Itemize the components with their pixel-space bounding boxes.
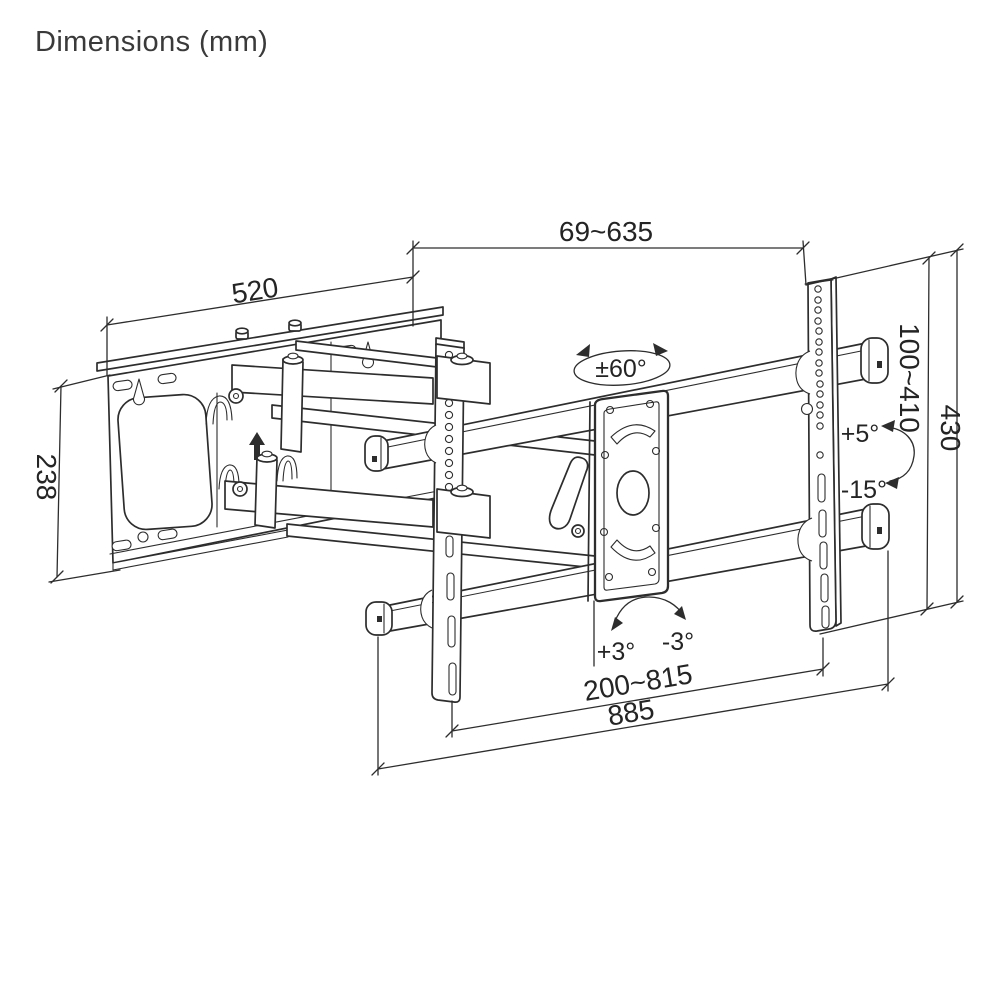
vesa-holes xyxy=(599,399,661,582)
tilt-down-label: -15° xyxy=(841,476,887,504)
tv-bracket xyxy=(795,276,890,632)
dim-plate-width: 520 xyxy=(100,270,420,376)
dim-plate-width-label: 520 xyxy=(229,272,280,310)
tension-lever xyxy=(548,456,589,538)
swivel-annotation: ±60° xyxy=(573,343,671,387)
tube-end-cap xyxy=(365,601,393,636)
swivel-label: ±60° xyxy=(595,355,647,383)
dim-plate-height-label: 238 xyxy=(31,454,62,501)
level-ccw-label: -3° xyxy=(662,628,694,656)
dim-bracket-height: 430 xyxy=(935,243,966,609)
dim-arm-extension-label: 69~635 xyxy=(559,216,653,247)
tilt-annotation: +5° -15° xyxy=(841,420,915,504)
mounting-screw-icon xyxy=(288,319,302,332)
dim-vesa-height: 100~410 xyxy=(805,248,964,635)
level-annotation: +3° -3° xyxy=(593,596,694,667)
dim-rail-total: 885 xyxy=(371,550,895,776)
arm-bracket-rail xyxy=(420,337,491,703)
vesa-plate xyxy=(587,389,670,603)
tube-end-cap xyxy=(861,503,890,550)
level-cw-label: +3° xyxy=(597,638,636,666)
dim-arm-extension: 69~635 xyxy=(406,216,810,327)
bracket-holes xyxy=(814,285,830,629)
tilt-up-label: +5° xyxy=(841,420,880,448)
dim-rail-total-label: 885 xyxy=(605,693,656,731)
dim-plate-height: 238 xyxy=(31,374,121,584)
pivot-posts xyxy=(254,352,304,529)
dim-bracket-height-label: 430 xyxy=(935,405,966,452)
tube-end-cap xyxy=(364,435,389,472)
arch-tabs xyxy=(205,395,298,490)
mounting-screw-icon xyxy=(235,327,249,340)
up-arrow-icon xyxy=(249,432,265,460)
tube-end-cap xyxy=(860,337,889,384)
dim-vesa-height-label: 100~410 xyxy=(894,323,925,433)
page-title: Dimensions (mm) xyxy=(35,26,269,58)
